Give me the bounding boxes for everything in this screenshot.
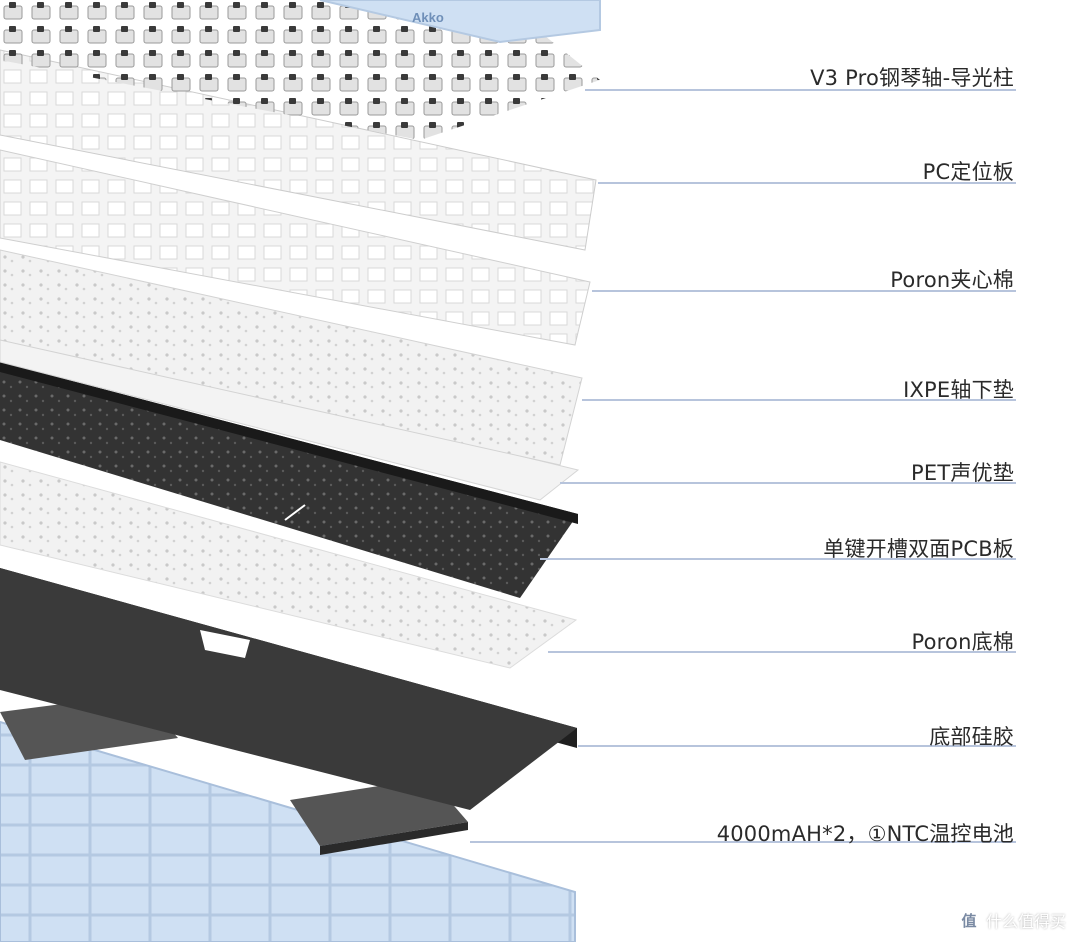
switches	[0, 0, 600, 140]
poron-bottom-foam	[0, 461, 578, 669]
layer-label-battery: 4000mAH*2，①NTC温控电池	[716, 822, 1014, 846]
layer-label-poron-sandwich: Poron夹心棉	[890, 268, 1014, 292]
watermark: 值 什么值得买	[957, 908, 1066, 932]
watermark-text: 什么值得买	[985, 912, 1066, 931]
poron-sandwich-foam	[0, 149, 591, 346]
layer-label-pet: PET声优垫	[911, 461, 1014, 485]
brand-logo: Akko	[412, 10, 444, 25]
layer-label-pcb: 单键开槽双面PCB板	[823, 537, 1014, 561]
pcb-board	[0, 362, 578, 598]
leader-lines	[470, 89, 1016, 843]
layer-label-pc-plate: PC定位板	[922, 160, 1014, 184]
pc-plate	[0, 49, 597, 251]
layer-label-silicone: 底部硅胶	[929, 725, 1014, 749]
layer-label-switches: V3 Pro钢琴轴-导光柱	[810, 66, 1014, 90]
layer-label-poron-bottom: Poron底棉	[911, 630, 1014, 654]
bottom-silicone	[0, 568, 577, 810]
ixpe-pad	[0, 249, 583, 466]
zhi-badge-icon: 值	[957, 909, 980, 931]
layer-label-ixpe: IXPE轴下垫	[903, 378, 1014, 402]
top-case: Akko	[319, 0, 601, 44]
